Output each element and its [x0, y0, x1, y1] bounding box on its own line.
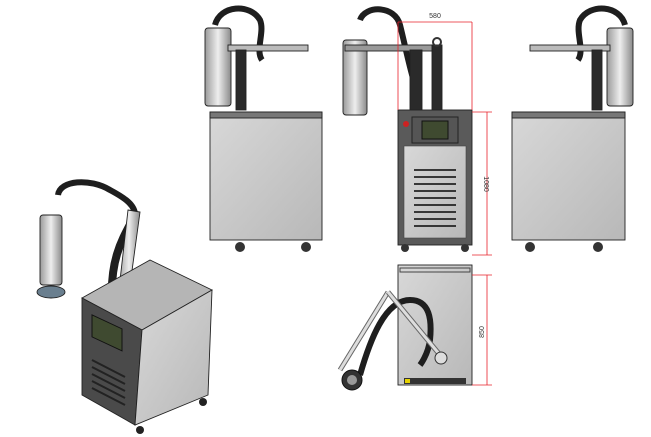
hot-air-head — [342, 39, 368, 116]
width-dimension-label: 580 — [429, 13, 441, 20]
hose — [357, 296, 434, 376]
right-side-view — [511, 5, 634, 252]
control-screen — [421, 120, 449, 140]
height-dimension-label: 1080 — [482, 176, 489, 192]
cabinet — [511, 111, 626, 241]
arm — [529, 44, 611, 52]
cabinet — [209, 111, 323, 241]
hot-air-head — [204, 27, 232, 107]
hot-air-head — [39, 214, 63, 286]
cabinet-top — [397, 264, 473, 386]
top-view: 850 — [337, 264, 492, 391]
isometric-view — [36, 179, 213, 434]
left-side-view — [204, 5, 323, 252]
cabinet-side — [134, 289, 213, 426]
power-indicator-icon — [403, 121, 409, 127]
front-view: 580 1080 — [342, 6, 492, 256]
hot-air-head — [606, 27, 634, 107]
depth-dimension-label: 850 — [479, 326, 486, 338]
control-screen — [91, 314, 123, 352]
arm — [227, 44, 309, 52]
